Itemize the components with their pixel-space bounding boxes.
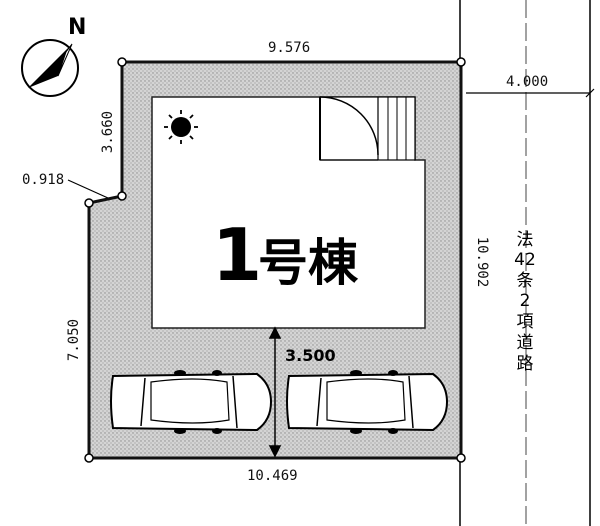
road-label-char: 項 [517, 312, 534, 332]
dim-corner-leader [67, 179, 109, 199]
parking-depth-arrow [268, 326, 282, 458]
dim-parking-depth: 3.500 [285, 346, 336, 365]
dim-left-lower: 7.050 [66, 319, 82, 361]
building-label: 号棟 [258, 234, 359, 292]
north-arrow-icon [21, 39, 79, 97]
car-icon [110, 370, 273, 434]
road-label-char: 道 [517, 333, 534, 353]
road-label-char: 路 [517, 354, 534, 374]
dim-bottom: 10.469 [247, 468, 298, 484]
road-width-dimension [466, 88, 595, 98]
building-number: 1 [212, 213, 262, 297]
road-label-char: 42 [514, 250, 536, 270]
lot-corner-markers [84, 57, 466, 463]
road-label: 法 42 条 2 項 道 路 [514, 230, 536, 374]
dim-corner: 0.918 [22, 172, 64, 188]
road-width: 4.000 [506, 74, 548, 90]
road-label-char: 2 [520, 291, 531, 311]
sun-icon [164, 110, 198, 144]
dim-top: 9.576 [268, 40, 310, 56]
road-label-char: 法 [517, 230, 534, 250]
car-icon [286, 370, 449, 434]
compass-label: N [68, 15, 86, 40]
dim-left-upper: 3.660 [100, 111, 116, 153]
dim-right: 10.902 [474, 237, 490, 288]
road-label-char: 条 [517, 271, 534, 291]
door-swing-icon [319, 96, 416, 161]
